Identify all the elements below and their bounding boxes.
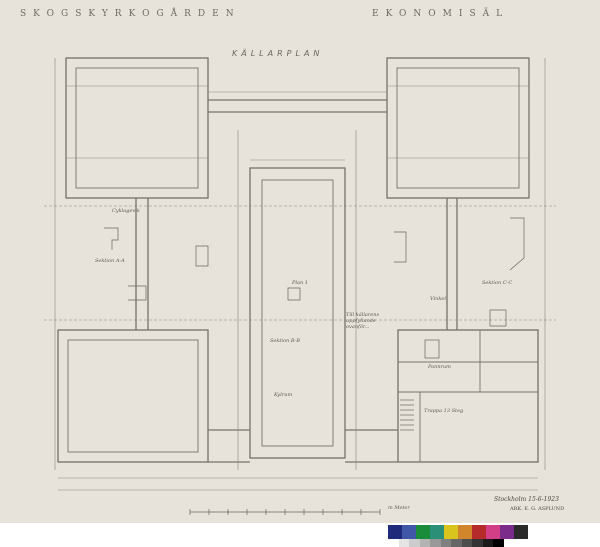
dim-corridor-verticals <box>237 130 357 470</box>
note-plan-detail: Plan 1 <box>292 280 308 286</box>
color-patch <box>500 525 514 539</box>
plan-title: KÄLLARPLAN <box>232 49 324 58</box>
gray-patch <box>419 539 430 547</box>
color-patch <box>416 525 430 539</box>
room-lower-left <box>57 329 209 463</box>
bottom-stubs <box>208 429 398 463</box>
central-corridor <box>249 167 346 459</box>
scale-bar <box>189 509 381 515</box>
gray-patch <box>482 539 493 547</box>
section-detail-a <box>104 227 119 250</box>
color-patch <box>388 525 402 539</box>
gray-patch <box>409 539 420 547</box>
header-title-left: SKOGSKYRKOGÅRDEN <box>20 9 241 19</box>
note-garage: Cyklagevik <box>112 208 140 214</box>
room-lower-left-inner <box>67 339 199 453</box>
note-sektion-a: Sektion A-A <box>95 258 125 264</box>
note-sektion-b: Sektion B-B <box>270 338 300 344</box>
right-connector-wall <box>446 198 458 330</box>
central-corridor-inner <box>261 179 334 447</box>
note-pannrum: Pannrum <box>428 364 451 370</box>
gray-patch <box>461 539 472 547</box>
note-vinkel: Vinkel <box>430 296 446 302</box>
color-patch <box>486 525 500 539</box>
room-upper-left-inner <box>75 67 199 189</box>
note-trappa: Trappa 13 Steg <box>424 408 464 414</box>
gray-patch <box>440 539 451 547</box>
header-title-right: EKONOMISÄL <box>372 9 510 19</box>
gray-patch <box>398 539 409 547</box>
drawing-sheet <box>0 0 600 525</box>
color-patch <box>458 525 472 539</box>
gray-patch <box>451 539 462 547</box>
note-block: Till källarens uppfyllande ovanför... <box>346 312 380 330</box>
gray-patch <box>430 539 441 547</box>
left-connector-wall <box>135 198 149 330</box>
color-patch <box>514 525 528 539</box>
section-detail-d <box>287 287 301 301</box>
section-detail-e <box>394 231 407 263</box>
section-detail-b <box>195 245 209 267</box>
gray-patch <box>472 539 483 547</box>
color-patch <box>472 525 486 539</box>
gray-calibration-strip <box>388 539 504 547</box>
gray-patch <box>388 539 399 547</box>
color-patch <box>430 525 444 539</box>
gray-patch <box>493 539 504 547</box>
top-corridor <box>208 99 387 113</box>
room-upper-right <box>386 57 530 199</box>
color-patch <box>444 525 458 539</box>
note-sektion-c: Sektion C-C <box>482 280 513 286</box>
boiler-symbol <box>424 339 440 359</box>
stair-symbol <box>400 399 414 431</box>
room-lower-right <box>397 329 539 463</box>
signature-architect: ARK. E. G. ASPLUND <box>510 506 565 512</box>
section-detail-g <box>489 309 507 327</box>
signature-date: Stockholm 15-6-1923 <box>494 496 559 503</box>
scale-label: m Meter <box>388 505 410 511</box>
lower-right-partitions <box>398 330 538 462</box>
color-calibration-strip <box>388 525 528 547</box>
section-detail-f <box>509 217 525 271</box>
note-kylrum: Kylrum <box>274 392 293 398</box>
color-patch <box>402 525 416 539</box>
room-upper-left <box>65 57 209 199</box>
room-upper-right-inner <box>396 67 520 189</box>
section-detail-c <box>128 285 147 301</box>
